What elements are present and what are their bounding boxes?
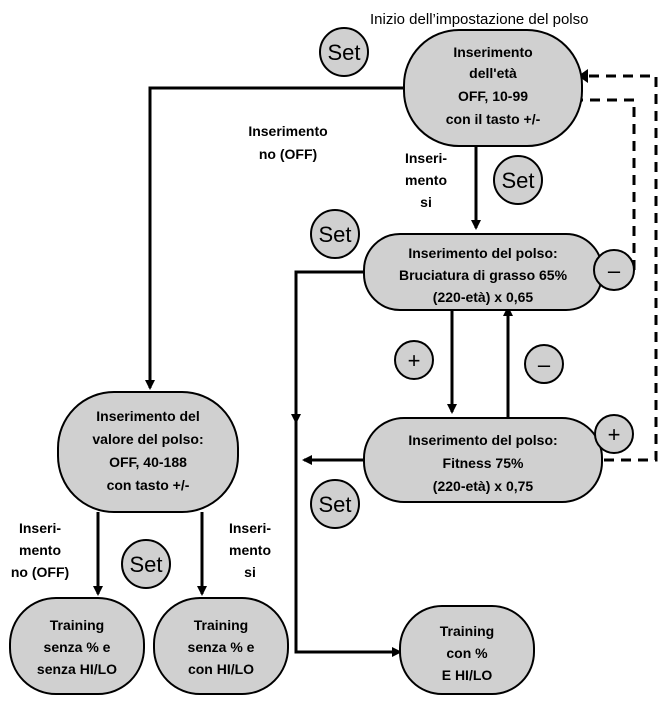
label-pulse-yes-line-2: mento — [229, 542, 271, 558]
set-button-1: Set — [319, 27, 369, 77]
label-pulse-yes-line-3: si — [244, 564, 256, 580]
connector-fat-to-training — [294, 270, 402, 657]
node-training-hilo-line-1: Training — [194, 617, 248, 633]
node-pulse-fat-line-3: (220-età) x 0,65 — [433, 289, 534, 305]
set-button-4-label: Set — [318, 492, 351, 517]
label-age-no: Inserimento no (OFF) — [248, 123, 327, 162]
node-training-hilo-line-3: con HI/LO — [188, 661, 254, 677]
dashed-arrowhead-plus — [578, 69, 588, 83]
label-age-no-line-1: Inserimento — [248, 123, 327, 139]
set-button-2-label: Set — [501, 168, 534, 193]
node-training-none: Training senza % e senza HI/LO — [9, 597, 145, 695]
set-button-2: Set — [493, 155, 543, 205]
node-pulse-fat-line-1: Inserimento del polso: — [408, 245, 557, 261]
node-training-pct-line-2: con % — [446, 645, 488, 661]
set-button-3: Set — [310, 209, 360, 259]
node-training-hilo-line-2: senza % e — [188, 639, 255, 655]
set-button-5-label: Set — [129, 552, 162, 577]
diagram-title: Inizio dell’impostazione del polso — [370, 11, 588, 28]
minus-button-between-label: – — [538, 352, 551, 377]
label-age-yes-line-3: si — [420, 194, 432, 210]
node-training-pct: Training con % E HI/LO — [399, 605, 535, 695]
node-training-pct-line-3: E HI/LO — [442, 667, 493, 683]
node-training-pct-line-1: Training — [440, 623, 494, 639]
dashed-loop-minus — [566, 98, 636, 276]
set-button-5: Set — [121, 539, 171, 589]
node-training-none-line-3: senza HI/LO — [37, 661, 117, 677]
label-pulse-no-line-3: no (OFF) — [11, 564, 69, 580]
node-pulse-value-line-3: OFF, 40-188 — [109, 454, 187, 470]
node-training-hilo: Training senza % e con HI/LO — [153, 597, 289, 695]
label-pulse-no-line-2: mento — [19, 542, 61, 558]
node-pulse-value: Inserimento del valore del polso: OFF, 4… — [57, 391, 239, 513]
node-pulse-fat: Inserimento del polso: Bruciatura di gra… — [363, 233, 603, 311]
node-pulse-fitness-line-1: Inserimento del polso: — [408, 432, 557, 448]
node-pulse-fitness-line-2: Fitness 75% — [443, 455, 524, 471]
node-age-input-line-4: con il tasto +/- — [446, 111, 541, 127]
set-button-4: Set — [310, 479, 360, 529]
node-pulse-value-line-1: Inserimento del — [96, 408, 199, 424]
plus-button-between-label: + — [408, 348, 421, 373]
set-button-1-label: Set — [327, 40, 360, 65]
label-age-yes-line-2: mento — [405, 172, 447, 188]
node-age-input-line-2: dell'età — [469, 65, 517, 81]
label-pulse-no: Inseri- mento no (OFF) — [11, 520, 69, 580]
node-pulse-value-line-2: valore del polso: — [92, 431, 203, 447]
plus-button-between: + — [394, 340, 434, 380]
label-pulse-yes: Inseri- mento si — [229, 520, 271, 580]
label-age-no-line-2: no (OFF) — [259, 146, 317, 162]
set-button-3-label: Set — [318, 222, 351, 247]
label-pulse-no-line-1: Inseri- — [19, 520, 61, 536]
plus-button-fitness: + — [594, 414, 634, 454]
dashed-loop-plus — [588, 74, 658, 462]
node-training-none-line-1: Training — [50, 617, 104, 633]
node-age-input-line-3: OFF, 10-99 — [458, 88, 528, 104]
plus-button-fitness-label: + — [608, 422, 621, 447]
node-pulse-value-line-4: con tasto +/- — [107, 477, 190, 493]
minus-button-fat: – — [593, 249, 635, 291]
node-training-none-line-2: senza % e — [44, 639, 111, 655]
node-age-input-line-1: Inserimento — [453, 44, 532, 60]
minus-button-fat-label: – — [608, 258, 621, 283]
node-pulse-fat-line-2: Bruciatura di grasso 65% — [399, 267, 568, 283]
node-age-input: Inserimento dell'età OFF, 10-99 con il t… — [403, 29, 583, 147]
minus-button-between: – — [524, 344, 564, 384]
connector-age-no — [145, 86, 404, 390]
label-age-yes: Inseri- mento si — [405, 150, 447, 210]
label-pulse-yes-line-1: Inseri- — [229, 520, 271, 536]
label-age-yes-line-1: Inseri- — [405, 150, 447, 166]
node-pulse-fitness-line-3: (220-età) x 0,75 — [433, 478, 534, 494]
node-pulse-fitness: Inserimento del polso: Fitness 75% (220-… — [363, 417, 603, 503]
